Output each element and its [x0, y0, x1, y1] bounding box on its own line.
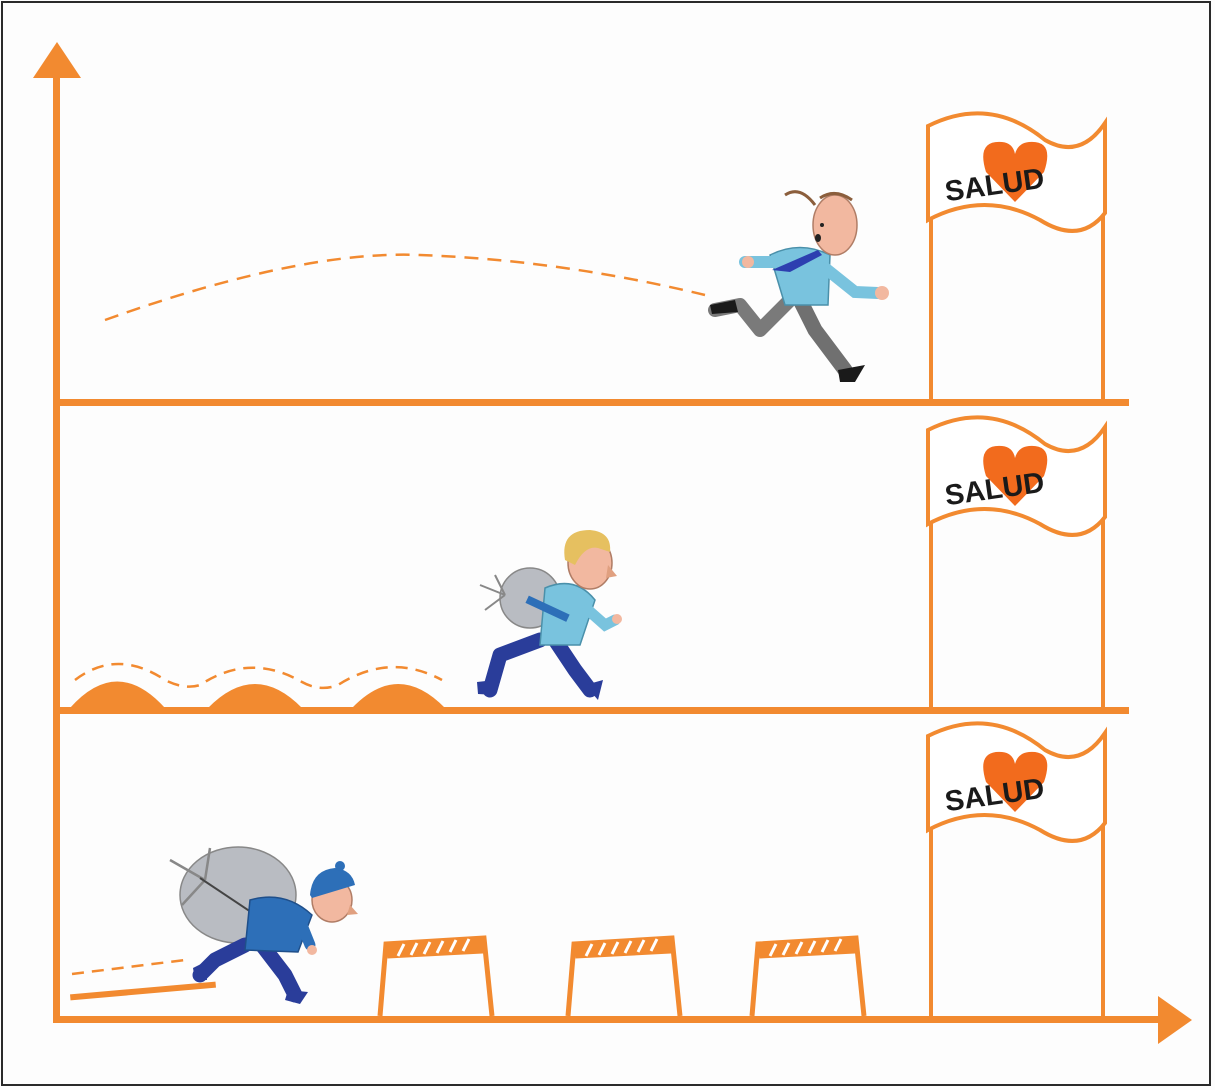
trajectory-path-bottom	[72, 960, 185, 974]
lane-divider-top	[57, 399, 1129, 406]
mound-1	[70, 682, 165, 709]
hurdle	[568, 937, 680, 1016]
mound-2	[208, 684, 302, 708]
flag-bottom: SALUD	[928, 723, 1105, 1016]
mound-obstacles	[70, 682, 445, 709]
hurdle	[752, 937, 864, 1016]
lane-divider-middle	[57, 707, 1129, 714]
flag-middle: SALUD	[928, 417, 1105, 708]
y-axis-arrowhead	[33, 42, 81, 78]
ramp	[70, 982, 216, 1001]
trajectory-path-top	[105, 255, 705, 320]
y-axis-line	[53, 70, 60, 1023]
flag-top: SALUD	[928, 113, 1105, 400]
mound-3	[352, 684, 445, 708]
hurdle	[380, 937, 492, 1016]
runner-with-small-bag	[477, 530, 622, 700]
x-axis-arrowhead	[1158, 996, 1192, 1044]
x-axis-line	[53, 1016, 1165, 1023]
runner-with-heavy-bag	[170, 847, 358, 1004]
runner-businessman	[710, 192, 889, 382]
